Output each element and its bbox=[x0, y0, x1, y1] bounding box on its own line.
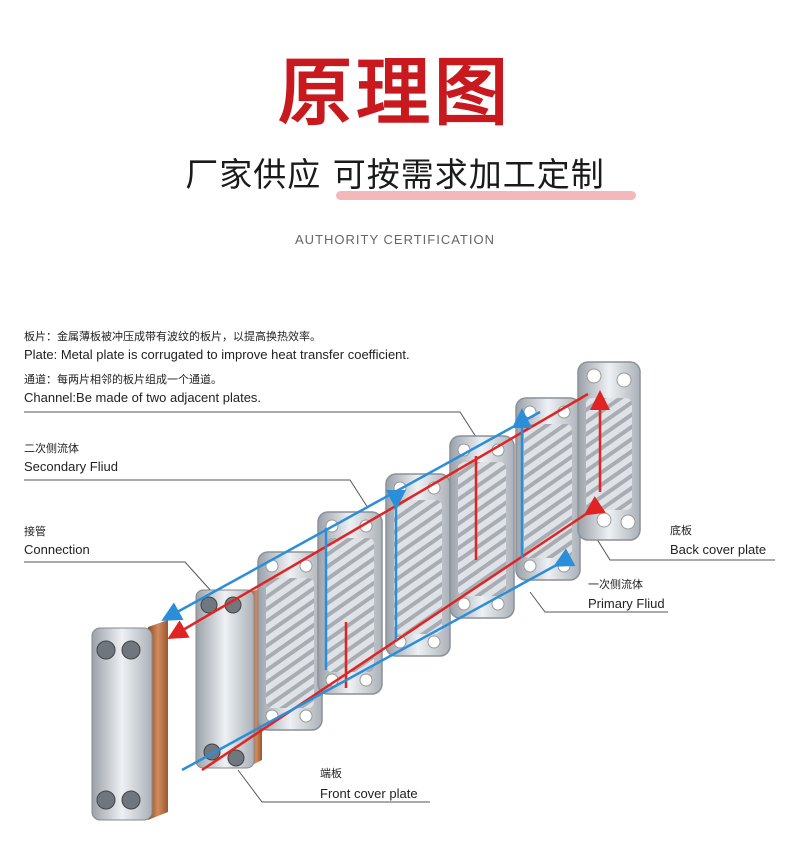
back-plate-label-zh: 底板 bbox=[670, 524, 692, 537]
secondary-fluid-flow bbox=[161, 408, 576, 772]
secondary-label-en: Secondary Fliud bbox=[24, 459, 118, 474]
front-cover-plate bbox=[195, 588, 262, 769]
secondary-label-zh: 二次侧流体 bbox=[24, 442, 79, 455]
plate-1 bbox=[257, 551, 323, 731]
front-plate-label-en: Front cover plate bbox=[320, 786, 418, 801]
connection-leader bbox=[24, 561, 213, 593]
leader-lines bbox=[24, 411, 775, 803]
channel-label-en: Channel:Be made of two adjacent plates. bbox=[24, 390, 262, 405]
plate-4 bbox=[449, 435, 515, 619]
page-subtitle: 厂家供应 可按需求加工定制 bbox=[185, 155, 605, 194]
corrugated-plates bbox=[257, 361, 641, 731]
connection-label-en: Connection bbox=[24, 542, 90, 557]
primary-label-zh: 一次侧流体 bbox=[588, 578, 643, 591]
connection-port bbox=[200, 596, 218, 614]
back-plate-label-en: Back cover plate bbox=[670, 542, 767, 557]
plate-3 bbox=[385, 473, 451, 657]
front-leader bbox=[237, 769, 430, 803]
connection-port bbox=[227, 749, 245, 767]
subtitle-underline bbox=[336, 191, 636, 200]
channel-label-zh: 通道：每两片相邻的板片组成一个通道。 bbox=[24, 373, 222, 386]
primary-label-en: Primary Fliud bbox=[588, 596, 665, 611]
connection-label-zh: 接管 bbox=[24, 525, 46, 538]
secondary-leader bbox=[24, 479, 369, 509]
page-title: 原理图 bbox=[278, 50, 512, 136]
primary-leader bbox=[529, 591, 668, 613]
certification-caption: AUTHORITY CERTIFICATION bbox=[295, 232, 495, 247]
plate-5 bbox=[515, 397, 581, 581]
plate-leader bbox=[24, 411, 479, 441]
plate-label-zh: 板片：金属薄板被冲压成带有波纹的板片，以提高换热效率。 bbox=[24, 330, 321, 343]
assembled-exchanger bbox=[91, 620, 168, 821]
plate-label-en: Plate: Metal plate is corrugated to impr… bbox=[24, 347, 410, 362]
plate-2 bbox=[317, 511, 383, 695]
front-plate-label-zh: 端板 bbox=[320, 767, 342, 780]
